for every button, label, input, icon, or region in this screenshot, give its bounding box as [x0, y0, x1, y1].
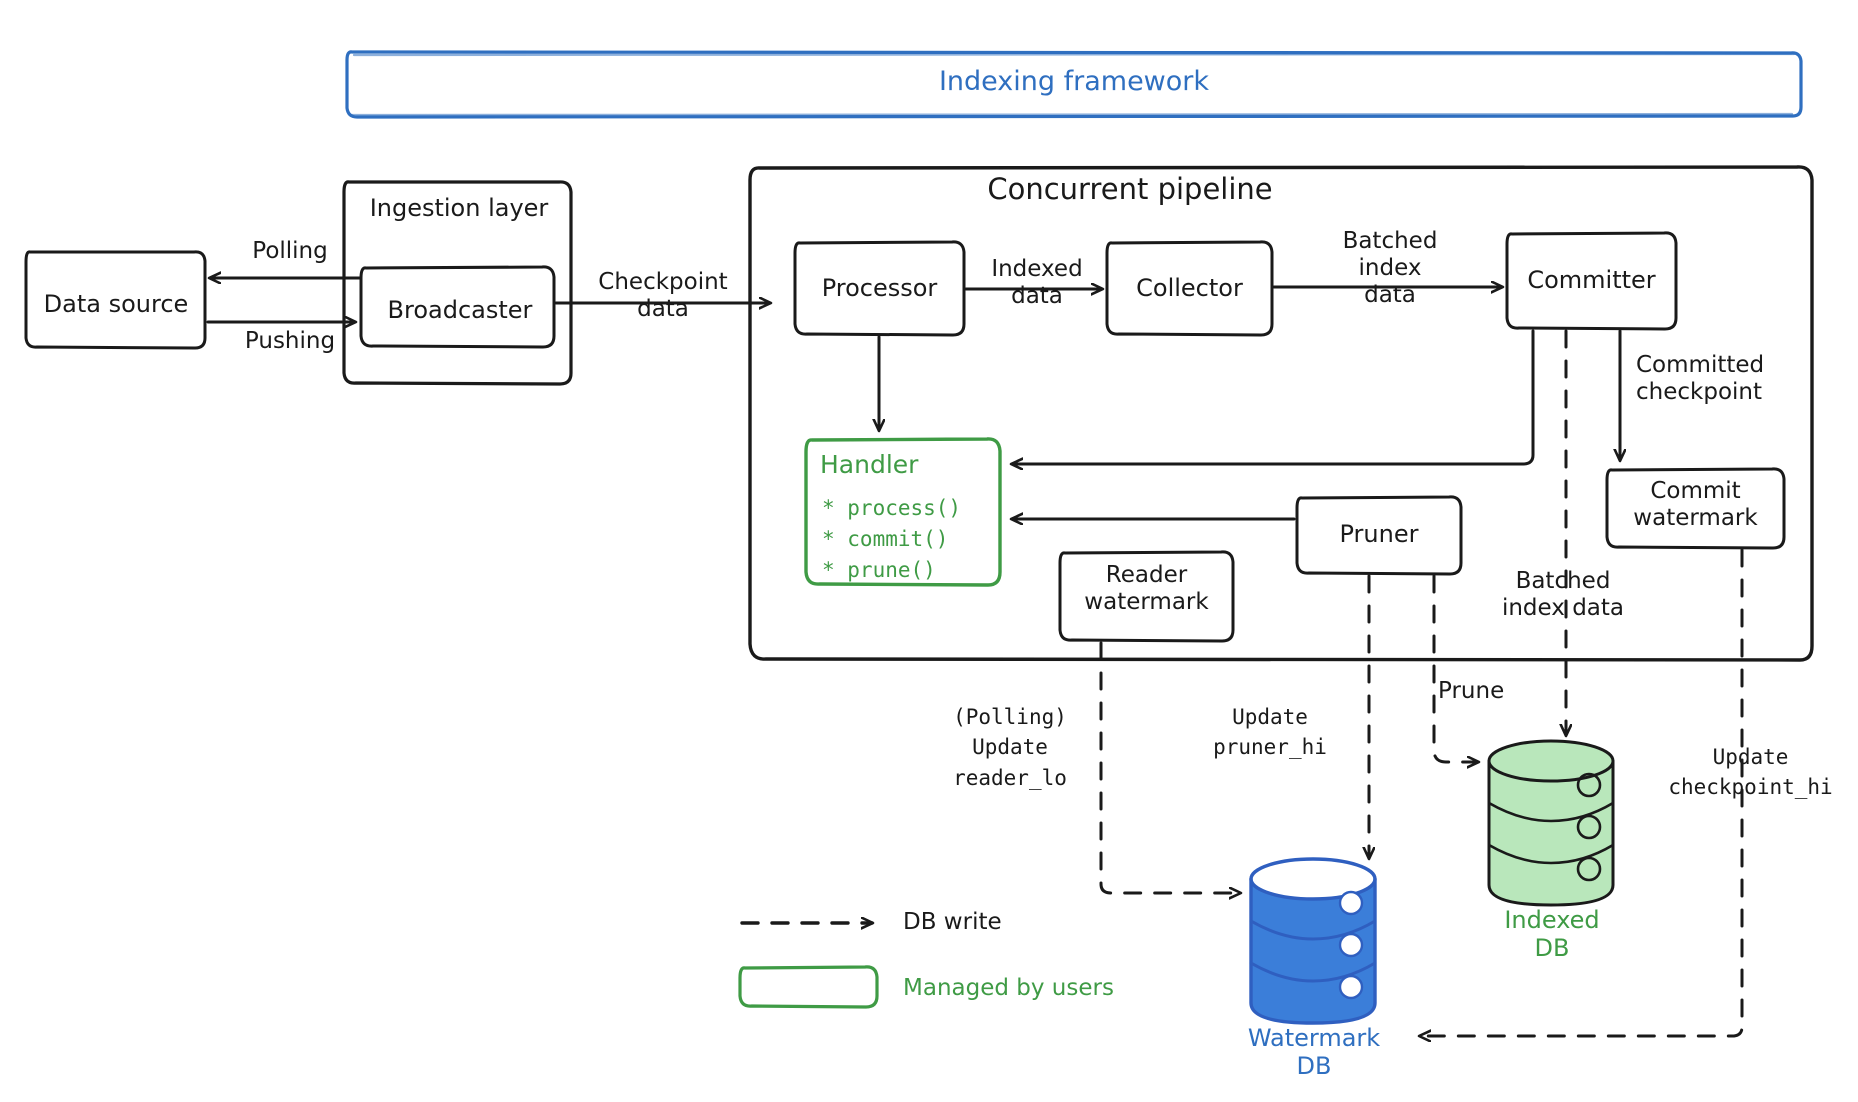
edge-label-polling: Polling: [252, 238, 328, 264]
handler-method-commit: * commit(): [822, 527, 949, 551]
collector-shape: [1105, 240, 1274, 337]
committer-shape: [1505, 231, 1678, 331]
watermark-db-shape: [1249, 857, 1377, 1025]
db-write-label-pruner: Update pruner_hi: [1213, 705, 1327, 760]
handler-shape: [804, 437, 1002, 587]
broadcaster-label: Broadcaster: [387, 296, 533, 324]
handler-method-prune: * prune(): [822, 558, 936, 582]
db-write-label-reader: (Polling) Update reader_lo: [953, 705, 1067, 790]
commit-watermark-label: Commit watermark: [1633, 478, 1758, 532]
edge-commit-watermark-db-write: [1420, 548, 1744, 1036]
pruner-label: Pruner: [1339, 520, 1419, 548]
broadcaster-shape: [359, 265, 556, 349]
legend-label-db-write: DB write: [903, 909, 1002, 935]
reader-watermark-label: Reader watermark: [1084, 562, 1209, 616]
edge-label-prune: Prune: [1438, 678, 1505, 704]
watermark-db-label: Watermark DB: [1247, 1024, 1381, 1081]
pruner-shape: [1295, 495, 1463, 576]
committer-label: Committer: [1527, 266, 1656, 294]
handler-method-process: * process(): [822, 496, 962, 520]
edge-prune-db-write: [1432, 574, 1478, 762]
indexed-db-label: Indexed DB: [1504, 906, 1600, 963]
reader-watermark-shape: [1058, 550, 1235, 643]
framework-banner-label: Indexing framework: [938, 66, 1210, 97]
processor-label: Processor: [821, 274, 938, 302]
data-source-label: Data source: [43, 290, 189, 318]
processor-shape: [793, 240, 966, 337]
edge-committer-handler: [1012, 329, 1535, 464]
edge-label-batched-index-data-bottom: Batched index data: [1501, 568, 1625, 622]
framework-banner-shape: [345, 50, 1803, 119]
handler-title: Handler: [820, 450, 919, 479]
indexed-db-shape: [1487, 739, 1615, 907]
edge-label-batched-index-data-top: Batched index data: [1342, 228, 1438, 309]
collector-label: Collector: [1136, 274, 1243, 302]
legend-label-managed-by-users: Managed by users: [903, 975, 1114, 1001]
commit-watermark-shape: [1605, 467, 1786, 550]
edge-reader-watermark-db-write: [1099, 641, 1240, 893]
legend-green-box-icon: [738, 965, 879, 1009]
concurrent-pipeline-shape: [748, 165, 1814, 662]
edge-label-pushing: Pushing: [244, 328, 336, 354]
concurrent-pipeline-title: Concurrent pipeline: [987, 172, 1273, 206]
edge-label-committed-checkpoint: Committed checkpoint: [1636, 352, 1765, 406]
db-write-label-checkpoint: Update checkpoint_hi: [1668, 745, 1833, 800]
data-source-shape: [24, 250, 207, 350]
edge-label-checkpoint-data: Checkpoint data: [598, 269, 728, 323]
ingestion-layer-title: Ingestion layer: [369, 194, 549, 222]
edge-label-indexed-data: Indexed data: [991, 256, 1083, 310]
